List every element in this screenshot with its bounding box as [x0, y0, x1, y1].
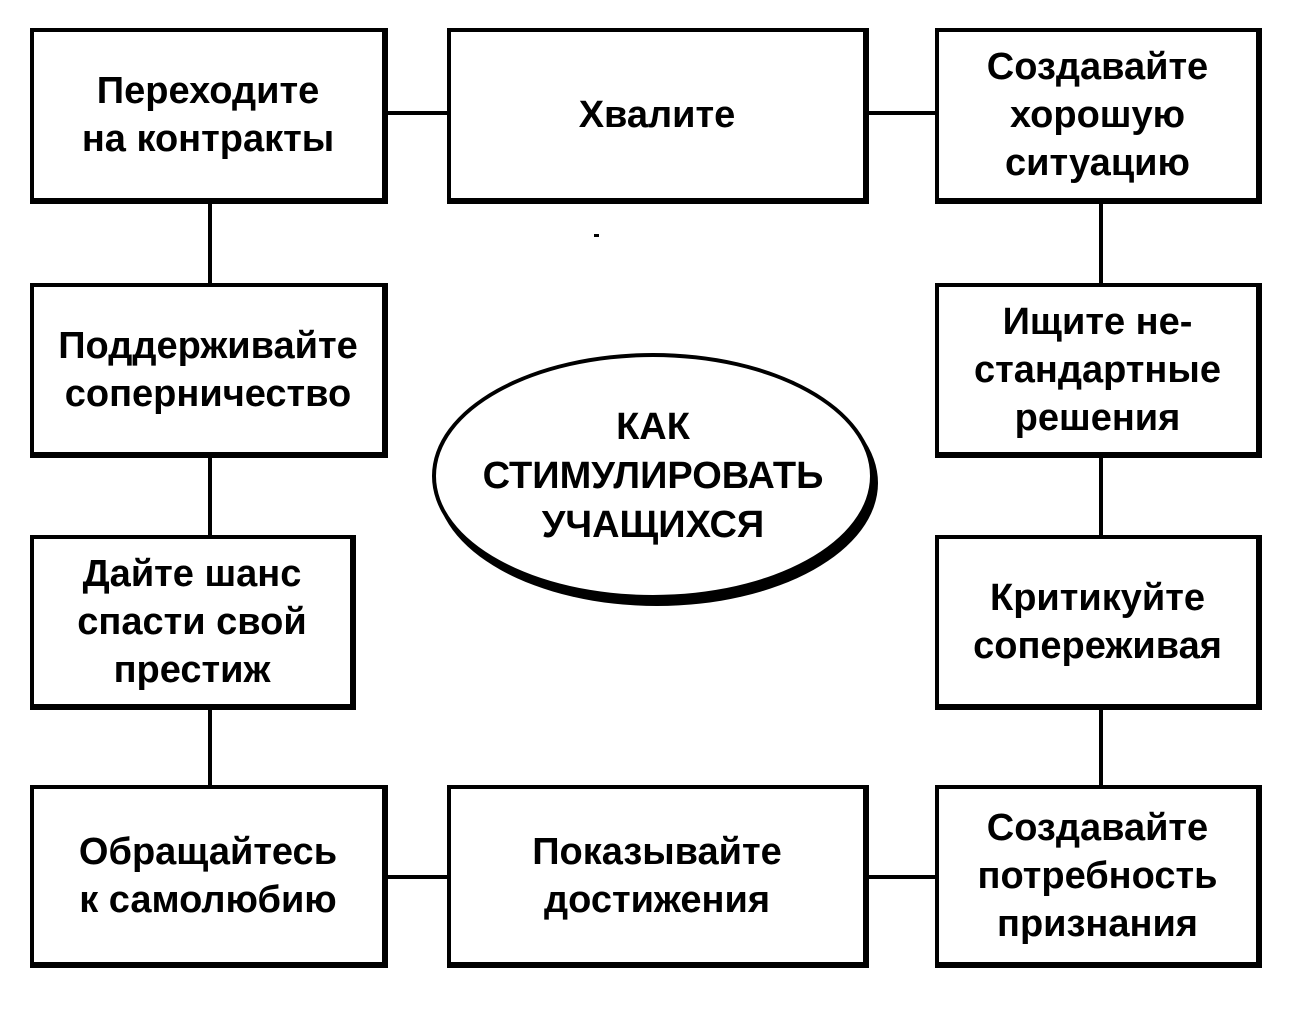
box-criticize-label: Критикуйте сопереживая	[973, 576, 1222, 667]
box-save-face: Дайте шанс спасти свой престиж	[30, 535, 356, 710]
box-nonstandard: Ищите не- стандартные решения	[935, 283, 1262, 458]
box-nonstandard-label: Ищите не- стандартные решения	[974, 300, 1221, 439]
box-praise-label: Хвалите	[578, 94, 736, 136]
box-good-situation-label: Создавайте хорошую ситуацию	[986, 46, 1209, 184]
box-save-face-label: Дайте шанс спасти свой престиж	[77, 552, 307, 691]
box-praise: Хвалите	[447, 28, 869, 204]
scan-speck	[594, 234, 599, 237]
box-self-esteem-label: Обращайтесь к самолюбию	[78, 830, 338, 921]
box-good-situation: Создавайте хорошую ситуацию	[935, 28, 1262, 204]
box-rivalry-label: Поддерживайте соперничество	[58, 324, 358, 415]
center-title: КАК СТИМУЛИРОВАТЬ УЧАЩИХСЯ	[482, 405, 824, 546]
box-contracts: Переходите на контракты	[30, 28, 388, 204]
box-achievements-label: Показывайте достижения	[532, 830, 782, 921]
box-achievements: Показывайте достижения	[447, 785, 869, 968]
box-rivalry: Поддерживайте соперничество	[30, 283, 388, 458]
box-criticize: Критикуйте сопереживая	[935, 535, 1262, 710]
center-ellipse: КАК СТИМУЛИРОВАТЬ УЧАЩИХСЯ	[432, 353, 874, 599]
box-contracts-label: Переходите на контракты	[81, 70, 335, 160]
box-recognition-label: Создавайте потребность признания	[977, 806, 1218, 945]
box-recognition: Создавайте потребность признания	[935, 785, 1262, 968]
box-self-esteem: Обращайтесь к самолюбию	[30, 785, 388, 968]
